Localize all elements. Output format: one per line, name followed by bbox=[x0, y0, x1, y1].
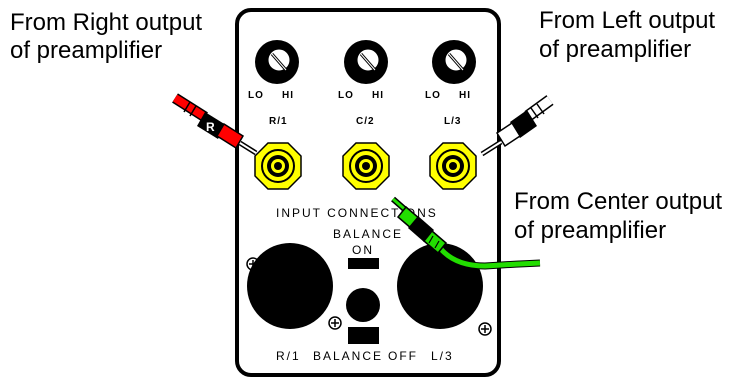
knob-c2-hi-label: HI bbox=[372, 90, 384, 101]
rca-jack-c2[interactable] bbox=[342, 142, 390, 190]
balance-off-label: OFF bbox=[388, 349, 418, 363]
channel-label-c2: C/2 bbox=[356, 116, 375, 127]
white-rca-plug bbox=[480, 95, 554, 157]
plus-circle-icon bbox=[328, 316, 342, 330]
green-rca-plug bbox=[391, 196, 541, 270]
balance-on-label: ON bbox=[352, 243, 374, 257]
callout-left-line1: From Left output bbox=[539, 7, 715, 34]
channel-label-l3: L/3 bbox=[444, 116, 461, 127]
knob-c2[interactable] bbox=[344, 40, 388, 84]
callout-left: From Left output of preamplifier bbox=[539, 7, 715, 63]
knob-l3[interactable] bbox=[432, 40, 476, 84]
callout-left-line2: of preamplifier bbox=[539, 36, 691, 63]
callout-right-line2: of preamplifier bbox=[10, 37, 162, 64]
knob-r1-lo-label: LO bbox=[248, 90, 264, 101]
input-connections-label: INPUT CONNECTIONS bbox=[276, 206, 438, 220]
knob-r1[interactable] bbox=[255, 40, 299, 84]
red-rca-plug: R bbox=[172, 93, 258, 156]
speaker-label-r1: R/1 bbox=[276, 349, 301, 363]
callout-right-line1: From Right output bbox=[10, 9, 202, 36]
knob-c2-lo-label: LO bbox=[338, 90, 354, 101]
balance-switch-top bbox=[348, 258, 379, 269]
balance-switch-knob[interactable] bbox=[346, 288, 380, 322]
red-plug-r-label: R bbox=[206, 120, 215, 134]
balance-off-title-label: BALANCE bbox=[313, 349, 383, 363]
channel-label-r1: R/1 bbox=[269, 116, 288, 127]
plus-circle-icon bbox=[478, 322, 492, 336]
speaker-label-l3: L/3 bbox=[431, 349, 454, 363]
callout-center-line2: of preamplifier bbox=[514, 217, 666, 244]
rca-jack-l3[interactable] bbox=[429, 142, 477, 190]
balance-switch-bottom bbox=[348, 327, 379, 344]
knob-r1-hi-label: HI bbox=[282, 90, 294, 101]
speaker-jack-r1[interactable] bbox=[247, 243, 333, 329]
knob-l3-lo-label: LO bbox=[425, 90, 441, 101]
speaker-jack-l3[interactable] bbox=[397, 243, 483, 329]
rca-jack-r1[interactable] bbox=[254, 142, 302, 190]
callout-center-line1: From Center output bbox=[514, 188, 722, 215]
knob-l3-hi-label: HI bbox=[459, 90, 471, 101]
balance-title-label: BALANCE bbox=[333, 227, 403, 241]
callout-center: From Center output of preamplifier bbox=[514, 188, 722, 244]
callout-right: From Right output of preamplifier bbox=[10, 9, 202, 64]
